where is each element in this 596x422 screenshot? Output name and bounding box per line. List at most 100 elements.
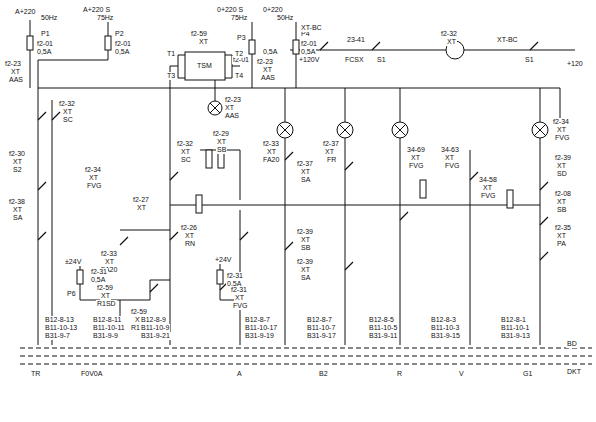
wire-label: 23-41: [346, 36, 366, 44]
wire-label: XT: [444, 154, 455, 162]
wire-label: XT: [104, 258, 115, 266]
wire-label: XT: [556, 126, 567, 134]
wire-label: 0,5A: [114, 48, 130, 56]
wire-label: B11-10-11: [92, 324, 126, 332]
wire-label: f2-31: [90, 268, 108, 276]
wire-label: f2-23: [224, 96, 242, 104]
power-wires: [30, 20, 575, 345]
wire-label: B12-8-11: [92, 316, 122, 324]
wire-label: S2: [12, 166, 23, 174]
wire-label: f2-31: [226, 272, 244, 280]
wire-label: T2: [234, 50, 244, 58]
wire-label: B31-9-11: [368, 332, 398, 340]
wire-label: FVG: [86, 182, 102, 190]
resistor-symbols: [196, 150, 513, 213]
wire-label: f2-01: [36, 40, 54, 48]
wire-label: f2-39: [296, 228, 314, 236]
contact-symbols: [38, 42, 548, 292]
wire-label: XT: [184, 232, 195, 240]
wire-label: XT: [88, 174, 99, 182]
wire-label: B31-9-9: [92, 332, 119, 340]
wire-label: PA: [556, 240, 567, 248]
wire-label: f2-33: [100, 250, 118, 258]
wire-label: XT: [324, 148, 335, 156]
wire-label: XT-BC: [496, 36, 519, 44]
wire-label: B12-8-7: [244, 316, 271, 324]
wire-label: SA: [300, 176, 311, 184]
wire-label: A: [236, 370, 243, 378]
wire-label: T3: [166, 72, 176, 80]
wire-label: P2: [114, 30, 125, 38]
wire-label: f2-30: [8, 150, 26, 158]
wire-label: XT: [12, 206, 23, 214]
wire-label: XT: [100, 292, 111, 300]
wire-label: XT: [482, 184, 493, 192]
wire-label: FR: [326, 156, 337, 164]
wire-label: B31-9-13: [500, 332, 531, 340]
wire-label: 34-69: [406, 146, 426, 154]
wire-label: XT: [446, 38, 457, 46]
wire-label: f2-08: [554, 190, 572, 198]
wire-label: XT: [136, 204, 147, 212]
wire-label: 75Hz: [230, 14, 248, 22]
wire-label: TR: [30, 370, 41, 378]
wire-label: FCSX: [344, 56, 365, 64]
wire-label: RN: [184, 240, 196, 248]
wire-label: f2-34: [552, 118, 570, 126]
wire-label: 0,5A: [300, 48, 316, 56]
wire-label: SB: [556, 206, 567, 214]
wire-label: FA20: [262, 156, 280, 164]
wire-label: f2-26: [180, 224, 198, 232]
wire-label: f2-38: [8, 198, 26, 206]
wire-label: 50Hz: [276, 14, 294, 22]
wire-label: B12-8-3: [430, 316, 457, 324]
wire-label: 0+220 S: [216, 6, 244, 14]
wire-label: BD: [566, 340, 578, 348]
wire-label: B31-9-17: [306, 332, 337, 340]
wire-label: FVG: [554, 134, 570, 142]
wire-label: AAS: [8, 76, 24, 84]
wire-label: B2: [318, 370, 329, 378]
wire-label: S1: [524, 56, 535, 64]
wire-label: f2-33: [262, 140, 280, 148]
wire-label: XT: [224, 104, 235, 112]
wire-label: f2-01: [114, 40, 132, 48]
wire-label: XT: [198, 38, 209, 46]
wire-label: R: [396, 370, 403, 378]
wire-label: f2-59: [190, 30, 208, 38]
wire-label: f2-59: [96, 284, 114, 292]
terminal-bus: [20, 348, 592, 364]
wire-label: B11-10-17: [244, 324, 278, 332]
wire-label: B12-8-5: [368, 316, 395, 324]
wire-label: +120: [566, 60, 584, 68]
wire-label: XT: [10, 68, 21, 76]
wire-label: SA: [12, 214, 23, 222]
wire-label: XT: [262, 66, 273, 74]
wire-label: XT: [300, 168, 311, 176]
wire-label: B31-9-19: [244, 332, 275, 340]
wire-label: B12-8-7: [306, 316, 333, 324]
wire-label: XT: [556, 232, 567, 240]
wire-label: AAS: [260, 74, 276, 82]
wire-label: f2-37: [322, 140, 340, 148]
wire-label: DKT: [566, 368, 582, 376]
wire-label: SB: [216, 146, 227, 154]
wire-label: XT: [180, 148, 191, 156]
wire-label: B31-9-15: [430, 332, 461, 340]
wire-label: FVG: [232, 302, 248, 310]
wire-label: f2-35: [554, 224, 572, 232]
wire-label: T1: [166, 50, 176, 58]
wire-label: f2-01: [300, 40, 318, 48]
wire-label: SB: [300, 244, 311, 252]
wire-label: FVG: [444, 162, 460, 170]
wire-label: f2-39: [296, 258, 314, 266]
wire-label: f2-32: [176, 140, 194, 148]
wire-label: B11-10-7: [306, 324, 336, 332]
wire-label: f2-29: [212, 130, 230, 138]
wire-label: XT: [300, 266, 311, 274]
wire-label: XT: [216, 138, 227, 146]
wire-label: XT: [12, 158, 23, 166]
wire-label: B11-10-3: [430, 324, 460, 332]
wire-label: ±24V: [64, 258, 82, 266]
wire-label: 0,5A: [90, 276, 106, 284]
